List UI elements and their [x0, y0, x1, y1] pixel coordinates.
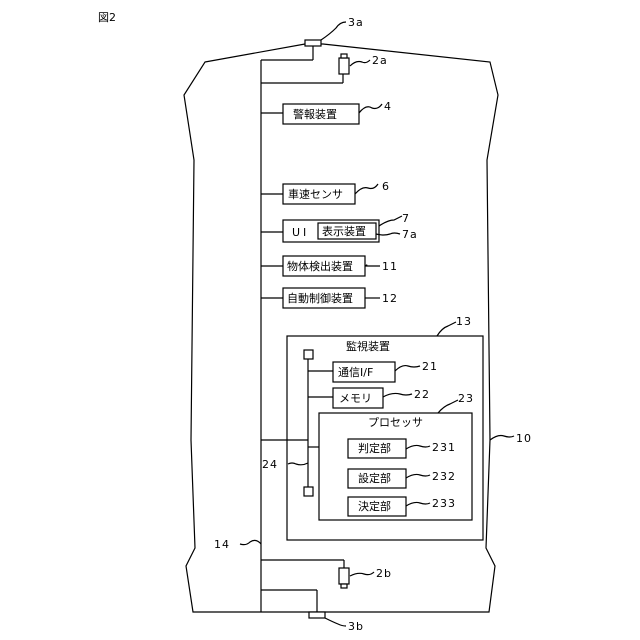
- leader-11: [365, 265, 380, 266]
- leader-4: [359, 104, 382, 113]
- leader-2b: [350, 572, 374, 576]
- leader-13: [437, 322, 456, 336]
- ref-4: 4: [384, 100, 392, 113]
- ref-13: 13: [456, 315, 472, 328]
- ref-24: 24: [262, 458, 278, 471]
- ref-14: 14: [214, 538, 230, 551]
- ref-22: 22: [414, 388, 430, 401]
- ref-11: 11: [382, 260, 398, 273]
- ui-label: UI: [292, 226, 309, 239]
- display-label: 表示装置: [322, 224, 366, 238]
- ref-7a: 7a: [402, 228, 418, 241]
- object-detection-label: 物体検出装置: [287, 259, 353, 273]
- leader-2a: [350, 60, 370, 66]
- ref-23: 23: [458, 392, 474, 405]
- connector-3b: [309, 612, 325, 618]
- leader-3a: [321, 22, 346, 40]
- internal-bus-bottom-terminal: [304, 487, 313, 496]
- ref-21: 21: [422, 360, 438, 373]
- speed-sensor-label: 車速センサ: [288, 187, 343, 201]
- ref-12: 12: [382, 292, 398, 305]
- memory-label: メモリ: [339, 392, 372, 405]
- camera-2a-lens: [341, 54, 347, 58]
- auto-control-label: 自動制御装置: [287, 291, 353, 305]
- leader-6: [355, 184, 378, 194]
- ref-7: 7: [402, 212, 410, 225]
- camera-2a: [339, 58, 349, 74]
- alarm-label: 警報装置: [293, 107, 337, 121]
- ref-6: 6: [382, 180, 390, 193]
- judge-label: 判定部: [358, 441, 391, 455]
- figure-label: 図2: [98, 11, 116, 24]
- comm-if-label: 通信I/F: [338, 366, 373, 379]
- ref-2a: 2a: [372, 54, 388, 67]
- processor-label: プロセッサ: [368, 416, 423, 429]
- ref-3b: 3b: [348, 620, 364, 633]
- camera-2b-lens: [341, 584, 347, 588]
- ref-3a: 3a: [348, 16, 364, 29]
- internal-bus-top-terminal: [304, 350, 313, 359]
- setting-label: 設定部: [358, 471, 391, 485]
- leader-7a: [376, 233, 400, 235]
- ref-232: 232: [432, 470, 456, 483]
- leader-3b: [325, 618, 346, 626]
- leader-7: [379, 216, 402, 226]
- monitoring-label: 監視装置: [346, 339, 390, 353]
- ref-10: 10: [516, 432, 532, 445]
- decide-label: 決定部: [358, 499, 391, 513]
- ref-231: 231: [432, 441, 456, 454]
- ref-233: 233: [432, 497, 456, 510]
- leader-14: [240, 540, 261, 544]
- connector-3a: [305, 40, 321, 46]
- leader-10: [490, 436, 514, 441]
- camera-2b: [339, 568, 349, 584]
- ref-2b: 2b: [376, 567, 392, 580]
